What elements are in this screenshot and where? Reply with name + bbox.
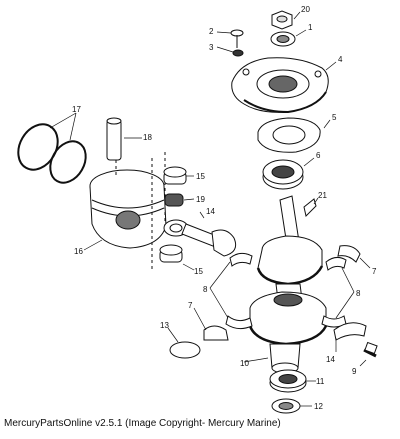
callout-5: 5 bbox=[332, 113, 337, 122]
callout-14-rod: 14 bbox=[206, 207, 215, 216]
part-screw bbox=[230, 29, 244, 48]
callout-20: 20 bbox=[301, 5, 310, 14]
callout-18: 18 bbox=[143, 133, 152, 142]
callout-8-right: 8 bbox=[356, 289, 361, 298]
callout-15-top: 15 bbox=[196, 172, 205, 181]
callout-7-right: 7 bbox=[372, 267, 377, 276]
callout-2: 2 bbox=[209, 27, 214, 36]
part-rod-bearing-half-right bbox=[321, 256, 347, 328]
callout-7-left: 7 bbox=[188, 301, 193, 310]
part-needle-bearing-top bbox=[163, 166, 187, 185]
callout-13: 13 bbox=[160, 321, 169, 330]
image-caption: MercuryPartsOnline v2.5.1 (Image Copyrig… bbox=[4, 418, 281, 429]
callout-15-bottom: 15 bbox=[194, 267, 203, 276]
part-piston bbox=[89, 169, 167, 249]
callout-10: 10 bbox=[240, 359, 249, 368]
part-gasket bbox=[257, 117, 321, 153]
callout-11: 11 bbox=[316, 377, 325, 386]
alignment-lines bbox=[115, 152, 166, 270]
callout-8-left: 8 bbox=[203, 285, 208, 294]
part-piston-rings bbox=[17, 123, 87, 184]
callout-21: 21 bbox=[318, 191, 327, 200]
callout-17: 17 bbox=[72, 105, 81, 114]
part-thrust-washer bbox=[164, 193, 184, 207]
part-connecting-rod bbox=[163, 219, 237, 257]
part-washer bbox=[232, 49, 244, 57]
callout-labels: 20 1 2 3 4 5 6 21 17 18 15 19 14 16 15 7… bbox=[72, 5, 377, 411]
part-nut bbox=[271, 10, 293, 30]
callout-1: 1 bbox=[308, 23, 313, 32]
part-crankshaft bbox=[248, 195, 328, 374]
part-rod-cap-left bbox=[203, 325, 229, 341]
part-needle-bearing-bottom bbox=[159, 244, 183, 263]
callout-3: 3 bbox=[209, 43, 214, 52]
callout-14-cap: 14 bbox=[326, 355, 335, 364]
callout-12: 12 bbox=[314, 402, 323, 411]
part-wrist-pin bbox=[106, 117, 122, 161]
part-rod-cap-right bbox=[337, 245, 361, 263]
part-key bbox=[303, 198, 317, 217]
part-upper-bearing bbox=[262, 159, 304, 190]
part-rod-cap-lower bbox=[333, 322, 367, 341]
callout-19: 19 bbox=[196, 195, 205, 204]
part-rod-bearing-half-left bbox=[225, 252, 253, 330]
callout-4: 4 bbox=[338, 55, 343, 64]
part-upper-end-cap bbox=[231, 57, 329, 114]
part-lock-ring bbox=[169, 341, 201, 359]
callout-9: 9 bbox=[352, 367, 357, 376]
leader-lines bbox=[49, 11, 371, 407]
callout-16: 16 bbox=[74, 247, 83, 256]
part-rod-bolt bbox=[363, 341, 378, 358]
part-lower-seal bbox=[271, 398, 301, 414]
callout-6: 6 bbox=[316, 151, 321, 160]
part-top-seal bbox=[270, 31, 296, 47]
part-lower-bearing bbox=[269, 369, 307, 393]
